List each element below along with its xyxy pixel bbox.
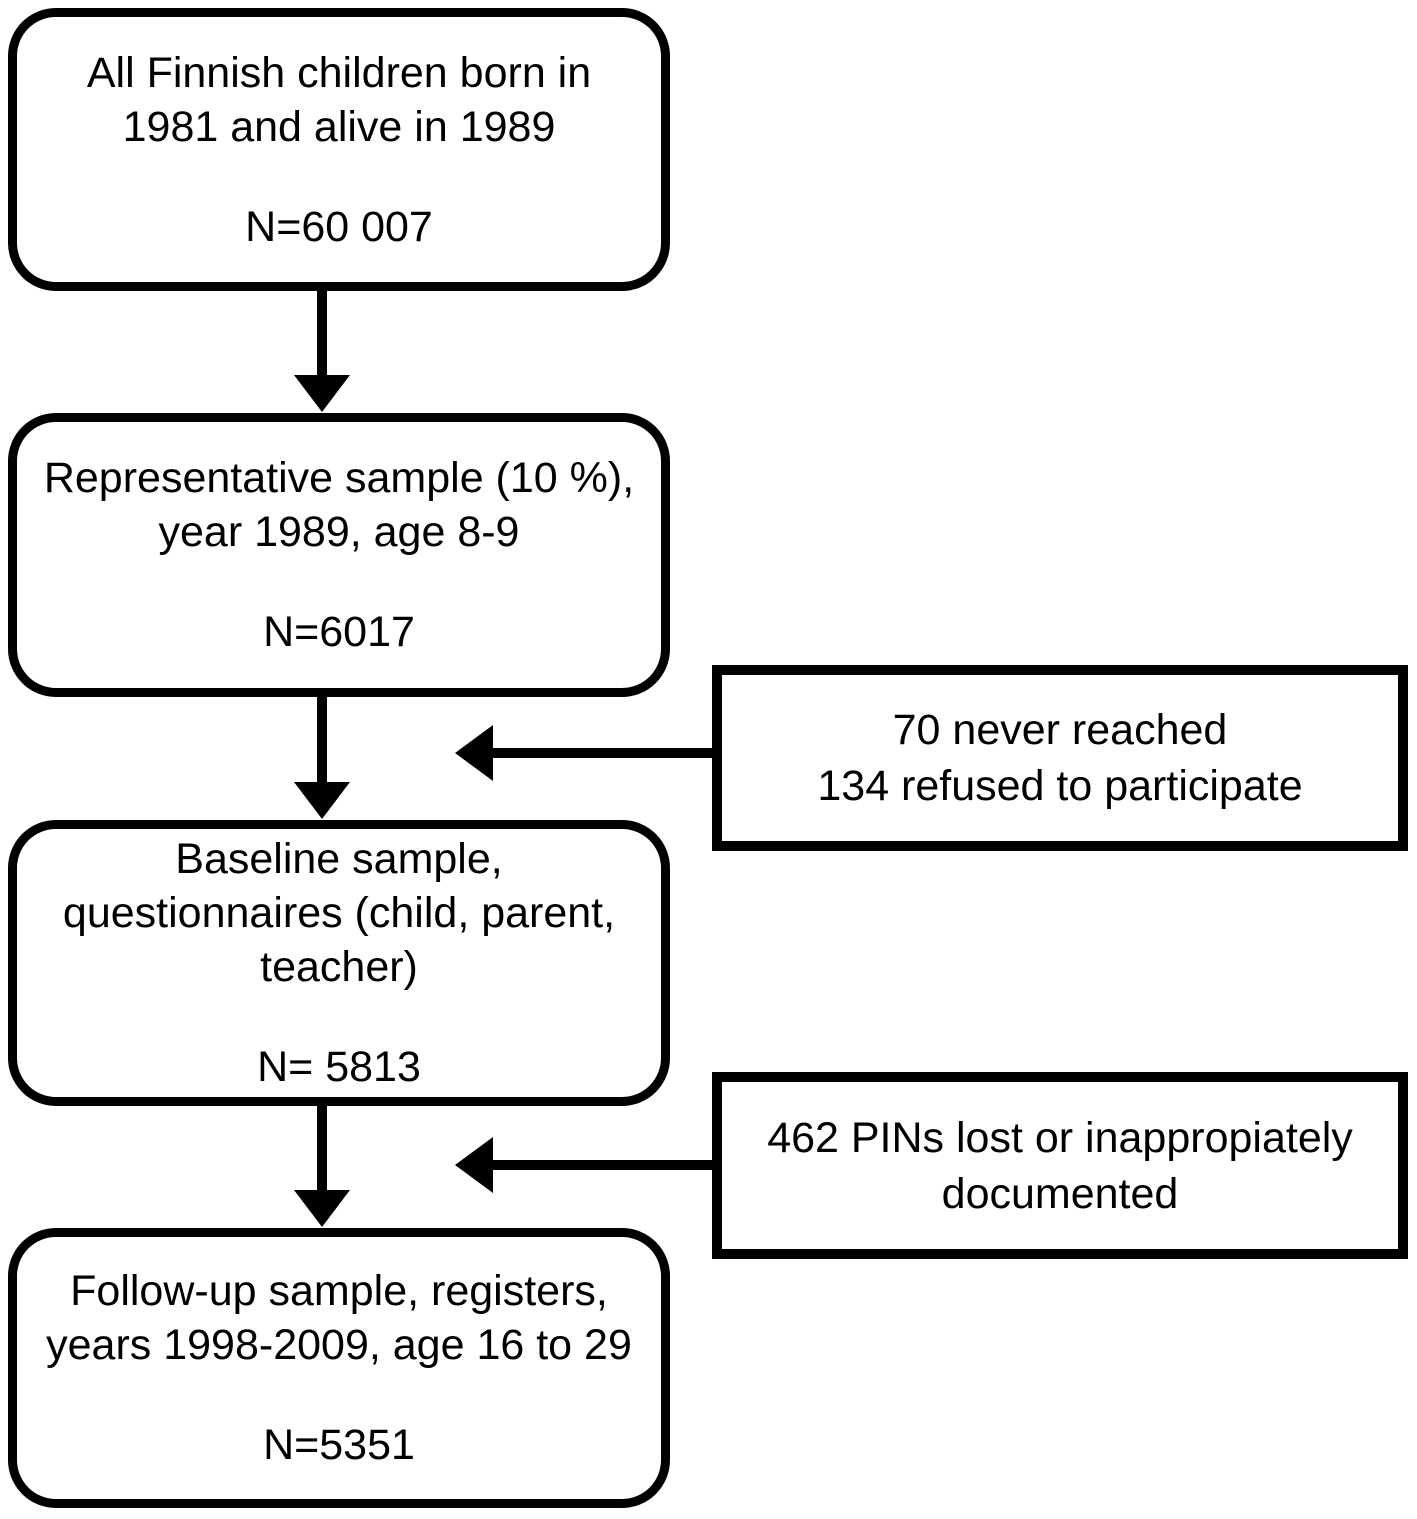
left-arrow-1-head [455,725,493,781]
down-arrow-3-head [294,1190,350,1227]
down-arrow-2-head [294,782,350,819]
flow-box-follow-up-sample-title: Follow-up sample, registers, years 1998-… [46,1267,632,1369]
flow-box-representative-sample: Representative sample (10 %), year 1989,… [8,413,670,697]
flow-box-baseline-sample-title: Baseline sample, questionnaires (child, … [62,835,616,991]
down-arrow-3-stem [317,1104,327,1195]
flow-box-baseline-sample-n: N= 5813 [257,1043,421,1091]
flow-box-population-title: All Finnish children born in 1981 and al… [86,48,592,151]
left-arrow-1-stem [489,748,713,758]
flow-box-follow-up-sample-n: N=5351 [263,1421,415,1469]
left-arrow-2-head [455,1137,493,1193]
exclusion-box-followup: 462 PINs lost or inappropiately document… [712,1072,1408,1259]
flow-box-baseline-sample: Baseline sample, questionnaires (child, … [8,820,670,1106]
flow-box-population: All Finnish children born in 1981 and al… [8,8,670,291]
exclusion-box-baseline: 70 never reached 134 refused to particip… [712,665,1408,851]
flow-box-representative-sample-title: Representative sample (10 %), year 1989,… [43,454,635,556]
down-arrow-1-stem [317,288,327,379]
exclusion-box-baseline-text: 70 never reached 134 refused to particip… [817,706,1303,810]
exclusion-box-followup-text: 462 PINs lost or inappropiately document… [767,1113,1353,1218]
flow-box-follow-up-sample: Follow-up sample, registers, years 1998-… [8,1228,670,1508]
down-arrow-2-stem [317,695,327,786]
left-arrow-2-stem [489,1160,713,1170]
down-arrow-1-head [294,375,350,412]
flow-box-population-n: N=60 007 [245,202,433,251]
flow-box-representative-sample-n: N=6017 [263,608,415,656]
